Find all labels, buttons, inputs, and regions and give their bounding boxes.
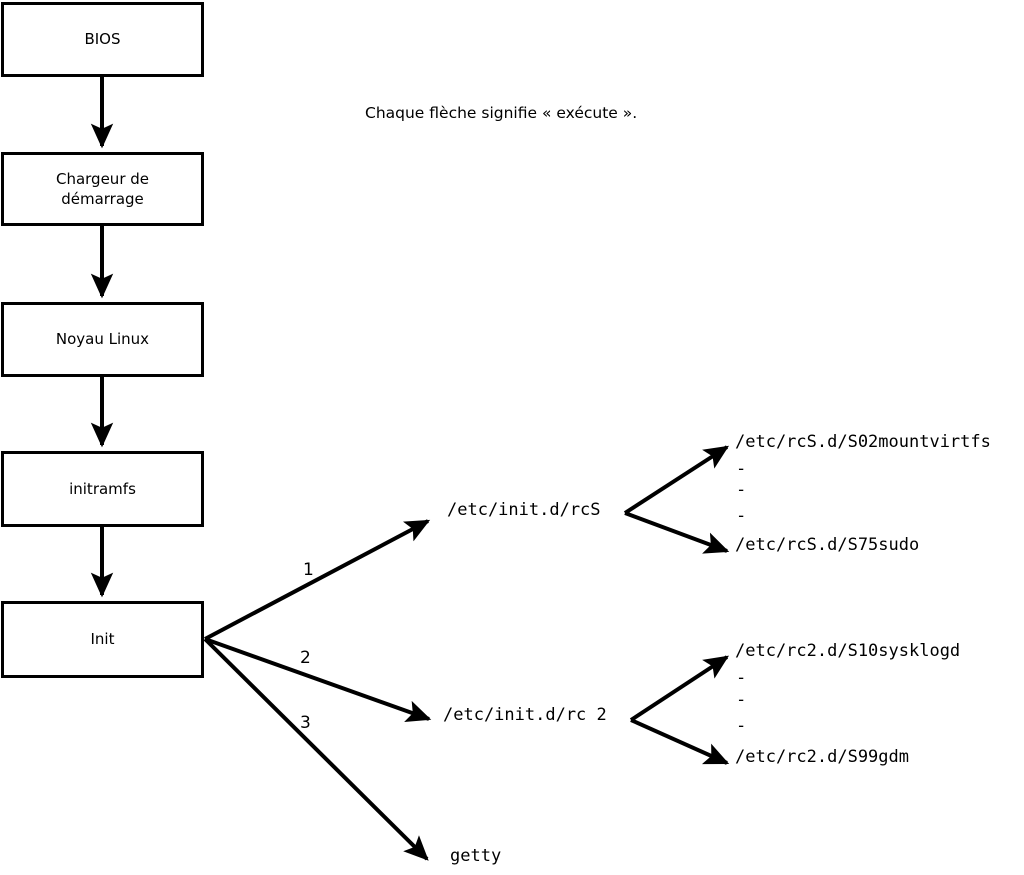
box-bios[interactable]: BIOS [1, 2, 204, 77]
label-init-d-rc2[interactable]: /etc/init.d/rc 2 [443, 705, 607, 725]
box-bootloader-label: Chargeur de démarrage [55, 169, 150, 208]
arrow-init-branch-1 [204, 519, 431, 641]
arrow-rcs-to-first-script [623, 445, 730, 515]
label-getty[interactable]: getty [450, 846, 502, 866]
arrow-rc2-to-last-script [630, 718, 730, 765]
rc2-ellipsis-dash-1: - [736, 668, 747, 688]
box-initramfs-label: initramfs [69, 479, 136, 498]
label-init-d-rcs[interactable]: /etc/init.d/rcS [447, 500, 601, 520]
rcs-ellipsis-dash-3: - [736, 506, 747, 526]
rc2-ellipsis-dash-3: - [736, 716, 747, 736]
branch-number-3: 3 [300, 713, 311, 733]
diagram-caption: Chaque flèche signifie « exécute ». [365, 104, 638, 122]
label-rc2-last-script[interactable]: /etc/rc2.d/S99gdm [735, 747, 909, 767]
rc2-ellipsis-dash-2: - [736, 690, 747, 710]
label-rcs-last-script[interactable]: /etc/rcS.d/S75sudo [735, 535, 920, 555]
box-init[interactable]: Init [1, 601, 204, 678]
branch-number-1: 1 [303, 560, 314, 580]
label-rcs-first-script[interactable]: /etc/rcS.d/S02mountvirtfs [735, 432, 991, 452]
branch-number-2: 2 [300, 648, 311, 668]
box-init-label: Init [90, 630, 115, 649]
rcs-ellipsis-dash-2: - [736, 480, 747, 500]
rcs-ellipsis-dash-1: - [736, 459, 747, 479]
box-initramfs[interactable]: initramfs [1, 451, 204, 527]
box-kernel-label: Noyau Linux [55, 330, 150, 349]
arrow-init-branch-2 [204, 637, 432, 723]
arrow-rcs-to-last-script [624, 511, 730, 554]
box-bios-label: BIOS [84, 30, 121, 49]
box-bootloader[interactable]: Chargeur de démarrage [1, 152, 204, 226]
arrow-init-branch-3 [203, 637, 429, 861]
label-rc2-first-script[interactable]: /etc/rc2.d/S10sysklogd [735, 641, 961, 661]
arrow-rc2-to-first-script [629, 655, 730, 722]
box-kernel[interactable]: Noyau Linux [1, 302, 204, 377]
